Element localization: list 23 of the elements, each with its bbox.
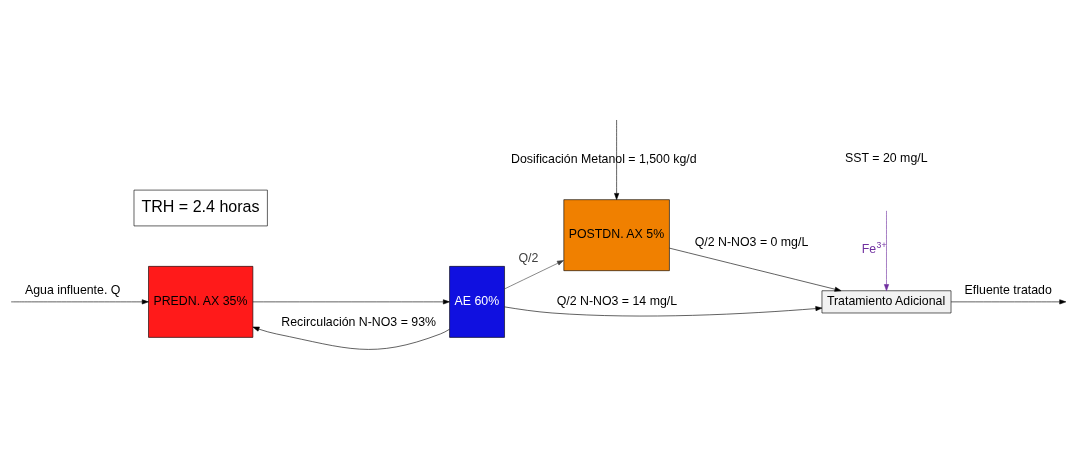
label: SST = 20 mg/L [845,150,928,165]
edge-label: Q/2 N-NO3 = 0 mg/L [694,234,809,249]
arrow [504,259,564,289]
edge-label: Efluente tratado [964,282,1052,297]
arrow [950,298,1067,304]
edge-label: Fe$^{3+}$ [861,239,887,256]
edge-label: Recirculación N-NO3 = 93% [281,314,436,329]
arrow [669,247,842,292]
arrow [614,119,620,200]
arrow [504,305,823,316]
edge-label: Dosificación Metanol = 1,500 kg/d [511,151,697,166]
arrow [10,298,149,304]
edge-label: Agua influente. Q [25,282,121,297]
node-box: TRH = 2.4 horas [133,189,268,226]
arrow [884,210,889,291]
node-box: AE 60% [449,265,505,338]
node-box: PREDN. AX 35% [148,265,254,338]
edge-label: Q/2 [518,250,539,265]
node-box: Tratamiento Adicional [821,289,952,313]
arrow [252,298,450,304]
arrow [252,326,450,350]
node-box: POSTDN. AX 5% [563,198,670,271]
edge-label: Q/2 N-NO3 = 14 mg/L [556,293,678,308]
